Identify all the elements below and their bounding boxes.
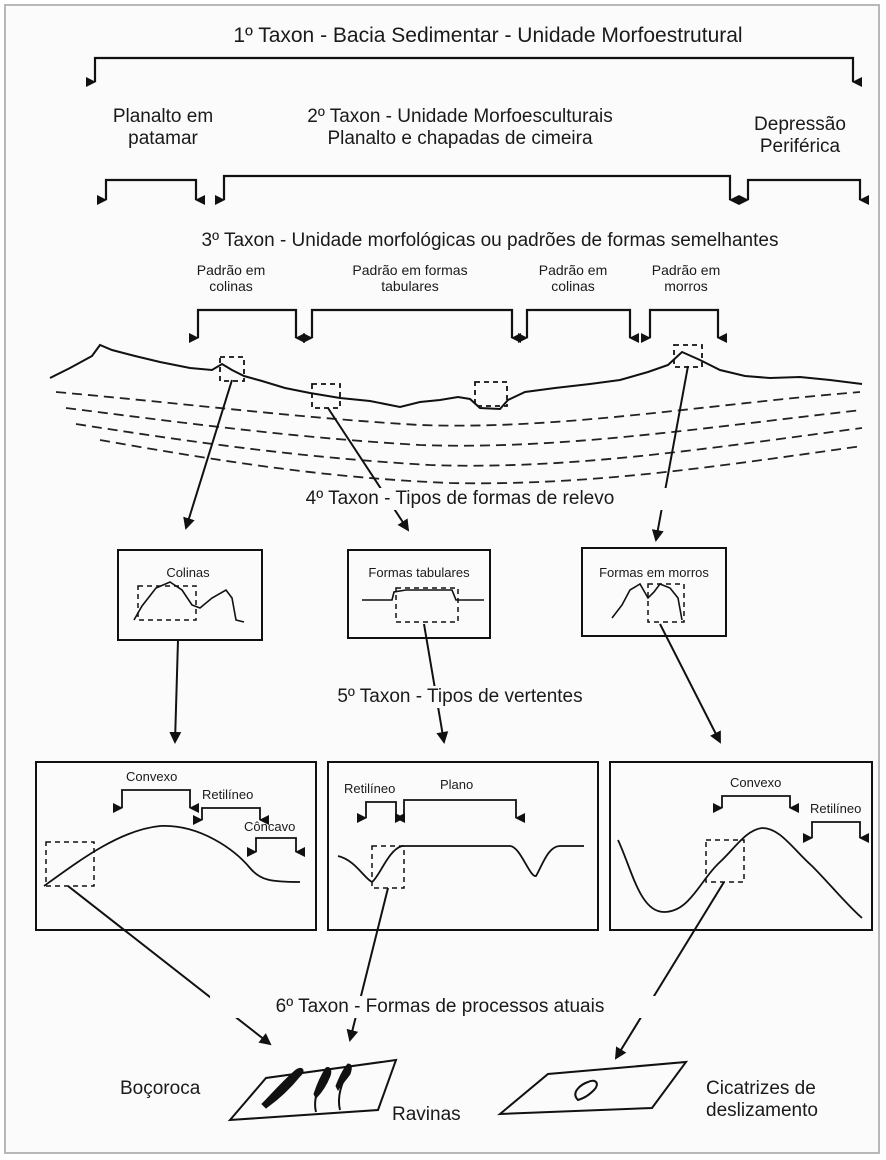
- process-ravinas: Ravinas: [392, 1104, 461, 1125]
- box-slope-c: [609, 761, 873, 931]
- process-cicatrizes: Cicatrizes de deslizamento: [706, 1078, 818, 1121]
- box-tabulares: [347, 549, 491, 639]
- profile-colinas: [133, 581, 245, 623]
- bracket-plano-b: [395, 799, 525, 823]
- pattern-label-4: Padrão em morros: [651, 262, 721, 295]
- arrow-colinas-down: [169, 639, 182, 744]
- select-box-2: [311, 383, 341, 409]
- slope-b-retilineo: Retilíneo: [344, 781, 396, 796]
- slope-a-retilineo: Retilíneo: [202, 787, 254, 802]
- gully-shape-1: [261, 1067, 304, 1109]
- select-box-1: [219, 356, 245, 382]
- form-select-colinas: [137, 585, 197, 621]
- slope-select-c: [705, 839, 745, 883]
- process-bocoroca: Boçoroca: [120, 1078, 201, 1099]
- pattern-label-3: Padrão em colinas: [538, 262, 608, 295]
- taxon4-label: 4º Taxon - Tipos de formas de relevo: [230, 488, 690, 510]
- bracket-retilineo-a: [193, 807, 269, 825]
- profile-slope-a: [43, 825, 301, 887]
- bracket-pattern-3: [518, 308, 639, 343]
- bracket-depressao: [739, 178, 869, 205]
- planalto-patamar-label: Planalto em patamar: [112, 106, 214, 149]
- pattern-label-1: Padrão em colinas: [196, 262, 266, 295]
- form-select-tabulares: [395, 587, 459, 623]
- form-label-morros: Formas em morros: [599, 565, 709, 580]
- taxon6-label: 6º Taxon - Formas de processos atuais: [210, 996, 670, 1018]
- select-box-3: [474, 381, 508, 407]
- profile-slope-b: [337, 845, 584, 884]
- arrow-cs-to-morros: [651, 365, 689, 542]
- bracket-planalto-patamar: [97, 178, 205, 205]
- arrow-cs-to-colinas: [183, 379, 233, 530]
- bracket-retilineo-c: [803, 821, 869, 843]
- taxon5-label: 5º Taxon - Tipos de vertentes: [260, 686, 660, 708]
- profile-tabulares: [362, 589, 484, 601]
- form-label-tabulares: Formas tabulares: [368, 565, 470, 580]
- strata-line-2: [65, 407, 863, 447]
- slope-b-plano: Plano: [440, 777, 474, 792]
- taxon2-label: 2º Taxon - Unidade Morfoesculturais Plan…: [307, 106, 613, 149]
- taxon3-label: 3º Taxon - Unidade morfológicas ou padrõ…: [201, 230, 779, 251]
- bracket-convexo-a: [113, 789, 199, 813]
- box-colinas: [117, 549, 263, 641]
- arrow-to-cicatrizes: [614, 881, 725, 1060]
- bracket-retilineo-b: [357, 801, 405, 823]
- slope-c-retilineo: Retilíneo: [810, 801, 862, 816]
- profile-slope-c: [617, 827, 863, 919]
- bracket-pattern-1: [189, 308, 305, 343]
- depressao-label: Depressão Periférica: [754, 114, 846, 157]
- slope-c-convexo: Convexo: [730, 775, 782, 790]
- terrain-cicatrizes: [497, 1060, 689, 1116]
- profile-morros: [611, 582, 683, 621]
- bracket-pattern-4: [641, 308, 727, 343]
- bracket-concavo-a: [247, 837, 305, 857]
- arrow-morros-down: [659, 623, 721, 744]
- terrain-ravinas: [227, 1058, 398, 1122]
- landslide-scar: [574, 1079, 598, 1102]
- box-slope-a: [35, 761, 317, 931]
- pattern-label-2: Padrão em formas tabulares: [352, 262, 468, 295]
- bracket-pattern-2: [303, 308, 521, 343]
- slope-a-convexo: Convexo: [126, 769, 178, 784]
- strata-line-4: [99, 439, 863, 485]
- form-select-morros: [647, 583, 685, 623]
- bracket-taxon1: [86, 56, 862, 87]
- gully-shape-2: [313, 1067, 332, 1099]
- arrow-tabulares-down: [423, 623, 449, 744]
- slope-a-concavo: Côncavo: [244, 819, 296, 834]
- bracket-planalto-cimeira: [215, 174, 739, 205]
- form-label-colinas: Colinas: [166, 565, 210, 580]
- strata-line-3: [75, 423, 863, 467]
- strata-line-1: [55, 391, 861, 427]
- relief-profile: [49, 343, 863, 411]
- gully-shape-3: [335, 1063, 352, 1092]
- arrow-cs-to-tabulares: [327, 407, 410, 532]
- bracket-convexo-c: [713, 795, 799, 813]
- taxon1-label: 1º Taxon - Bacia Sedimentar - Unidade Mo…: [233, 24, 743, 47]
- slope-select-a: [45, 841, 95, 887]
